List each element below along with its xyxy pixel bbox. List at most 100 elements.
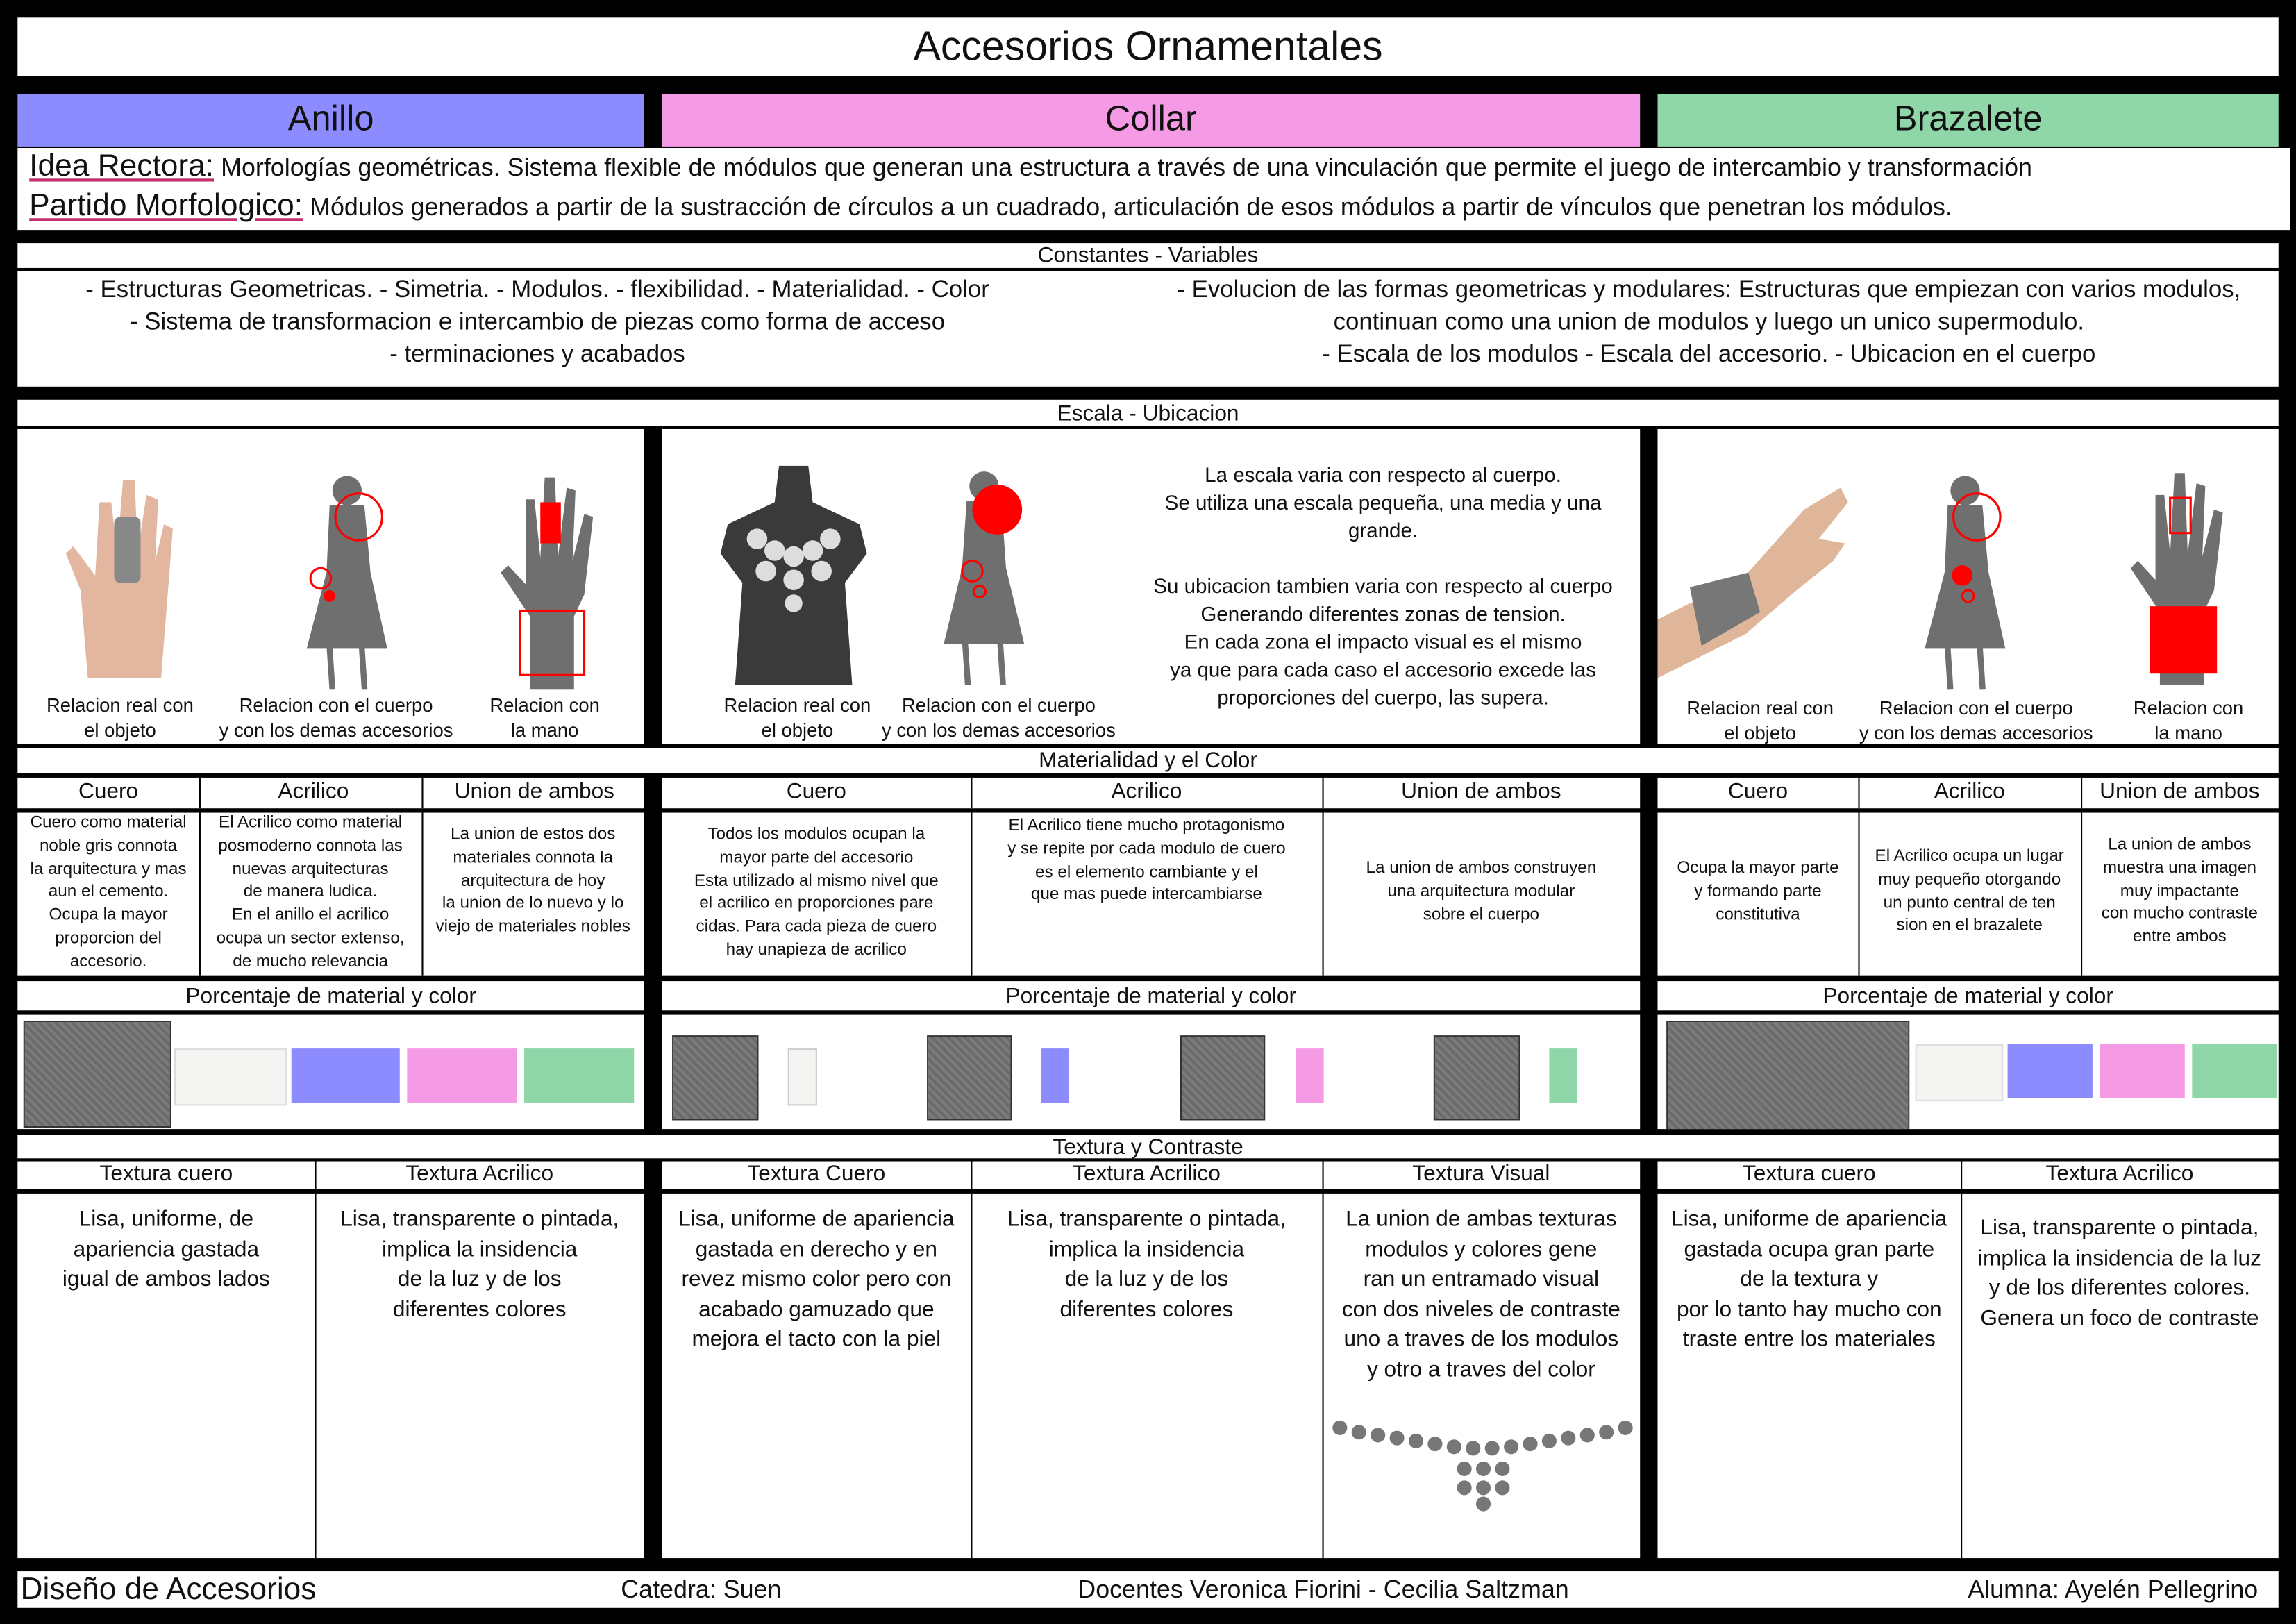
textura-cuero-heading: Textura cuero — [99, 1161, 233, 1187]
swatch-green — [1549, 1048, 1577, 1103]
swatch-cuero — [927, 1035, 1012, 1121]
swatches-collar — [662, 1014, 1641, 1130]
partido-label: Partido Morfologico: — [29, 189, 303, 223]
textura-cuero-text: Lisa, uniforme de apariencia gastada ocu… — [1671, 1206, 1947, 1352]
porcentaje-header-collar: Porcentaje de material y color — [662, 981, 1641, 1011]
textura-acrilico-heading: Textura Acrilico — [2045, 1161, 2194, 1187]
escala-header: Escala - Ubicacion — [17, 399, 2279, 426]
swatch-blue — [2007, 1044, 2093, 1098]
textura-brazalete-headers: Textura cuero Textura Acrilico — [1657, 1161, 2279, 1189]
textura-header: Textura y Contraste — [17, 1135, 2279, 1159]
materialidad-collar-headers: Cuero Acrilico Union de ambos — [662, 777, 1641, 809]
caption-real-anillo: Relacion real con el objeto — [46, 694, 194, 742]
page-title: Accesorios Ornamentales — [17, 17, 2279, 76]
swatch-pink — [2100, 1044, 2185, 1098]
arm-with-bracelet-image — [1657, 487, 1848, 678]
section-header-anillo: Anillo — [17, 93, 645, 147]
idea-partido-block: Idea Rectora: Morfologías geométricas. S… — [17, 148, 2290, 231]
collar-union-text: La union de ambos construyen una arquite… — [1366, 860, 1597, 923]
materialidad-brazalete: Ocupa la mayor parte y formando parte co… — [1657, 812, 2279, 976]
constantes-left: - Estructuras Geometricas. - Simetria. -… — [85, 276, 989, 368]
swatch-green — [524, 1048, 635, 1103]
partido-text: Módulos generados a partir de la sustrac… — [310, 193, 1952, 221]
idea-label: Idea Rectora: — [29, 149, 215, 183]
textura-collar: Lisa, uniforme de apariencia gastada en … — [662, 1193, 1641, 1559]
hand-with-ring-image — [65, 480, 173, 678]
caption-mano-anillo: Relacion con la mano — [489, 694, 600, 742]
swatch-cuero — [1666, 1021, 1910, 1130]
col-cuero: Cuero — [786, 779, 846, 804]
caption-cuerpo-anillo: Relacion con el cuerpo y con los demas a… — [219, 694, 453, 742]
swatch-cuero — [23, 1021, 171, 1128]
collar-escala-text: La escala varia con respecto al cuerpo. … — [1153, 462, 1613, 709]
porcentaje-header-anillo: Porcentaje de material y color — [17, 981, 645, 1011]
footer: Diseño de Accesorios Catedra: Suen Docen… — [17, 1571, 2279, 1608]
swatch-blue — [291, 1048, 400, 1103]
swatch-blue — [1041, 1048, 1069, 1103]
swatch-cuero — [1433, 1035, 1520, 1121]
section-header-collar: Collar — [662, 93, 1641, 147]
textura-collar-headers: Textura Cuero Textura Acrilico Textura V… — [662, 1161, 1641, 1189]
materialidad-anillo-headers: Cuero Acrilico Union de ambos — [17, 777, 645, 809]
col-acrilico: Acrilico — [278, 779, 349, 804]
hand-silhouette-icon — [2130, 473, 2223, 686]
escala-anillo: Relacion real con el objeto Relacion con… — [17, 428, 645, 744]
textura-visual-heading: Textura Visual — [1412, 1161, 1550, 1187]
footer-course: Diseño de Accesorios — [20, 1573, 317, 1607]
caption-real-collar: Relacion real con el objeto — [723, 694, 871, 742]
footer-docentes: Docentes Veronica Fiorini - Cecilia Salt… — [1078, 1575, 1569, 1604]
woman-silhouette-icon — [1925, 476, 2006, 690]
textura-acrilico-text: Lisa, transparente o pintada, implica la… — [1007, 1206, 1286, 1322]
col-cuero: Cuero — [1727, 779, 1788, 804]
col-cuero: Cuero — [78, 779, 139, 804]
caption-real-brazalete: Relacion real con el objeto — [1686, 696, 1834, 744]
footer-catedra: Catedra: Suen — [621, 1575, 782, 1604]
textura-acrilico-heading: Textura Acrilico — [1073, 1161, 1221, 1187]
swatch-cuero — [672, 1035, 759, 1121]
anillo-cuero-text: Cuero como material noble gris connota l… — [30, 814, 187, 971]
porcentaje-header-brazalete: Porcentaje de material y color — [1657, 981, 2279, 1011]
swatch-cuero — [1180, 1035, 1266, 1121]
col-acrilico: Acrilico — [1111, 779, 1182, 804]
textura-cuero-text: Lisa, uniforme de apariencia gastada en … — [678, 1206, 955, 1352]
caption-cuerpo-brazalete: Relacion con el cuerpo y con los demas a… — [1859, 696, 2093, 744]
constantes-header: Constantes - Variables — [17, 243, 2279, 268]
anillo-union-text: La union de estos dos materiales connota… — [435, 826, 630, 937]
constantes-content: - Estructuras Geometricas. - Simetria. -… — [17, 271, 2279, 387]
constantes-right: - Evolucion de las formas geometricas y … — [1177, 276, 2241, 368]
col-union: Union de ambos — [454, 779, 614, 804]
necklace-modules-image — [1332, 1420, 1633, 1512]
swatch-white — [174, 1048, 287, 1106]
textura-anillo-headers: Textura cuero Textura Acrilico — [17, 1161, 645, 1189]
caption-cuerpo-collar: Relacion con el cuerpo y con los demas a… — [882, 694, 1116, 742]
caption-mano-brazalete: Relacion con la mano — [2133, 696, 2244, 744]
section-header-brazalete: Brazalete — [1657, 93, 2279, 147]
textura-cuero-heading: Textura Cuero — [747, 1161, 886, 1187]
partido-morfologico: Partido Morfologico: Módulos generados a… — [29, 187, 2290, 227]
textura-acrilico-text: Lisa, transparente o pintada, implica la… — [1977, 1215, 2261, 1331]
brazalete-union-text: La union de ambos muestra una imagen muy… — [2101, 836, 2258, 946]
textura-acrilico-text: Lisa, transparente o pintada, implica la… — [340, 1206, 619, 1322]
anillo-acrilico-text: El Acrilico como material posmoderno con… — [216, 814, 405, 971]
materialidad-header: Materialidad y el Color — [17, 748, 2279, 773]
materialidad-anillo: Cuero como material noble gris connota l… — [17, 812, 645, 976]
collar-cuero-text: Todos los modulos ocupan la mayor parte … — [694, 826, 939, 960]
textura-cuero-text: Lisa, uniforme, de apariencia gastada ig… — [62, 1206, 270, 1292]
hand-silhouette-icon — [501, 477, 594, 690]
swatch-green — [2192, 1044, 2277, 1098]
col-union: Union de ambos — [1401, 779, 1561, 804]
footer-alumna: Alumna: Ayelén Pellegrino — [1968, 1575, 2259, 1604]
swatches-brazalete — [1657, 1014, 2279, 1130]
woman-silhouette-icon — [306, 476, 387, 690]
textura-cuero-heading: Textura cuero — [1742, 1161, 1876, 1187]
escala-collar: Relacion real con el objeto Relacion con… — [662, 428, 1641, 744]
woman-silhouette-icon — [944, 471, 1025, 686]
textura-brazalete: Lisa, uniforme de apariencia gastada ocu… — [1657, 1193, 2279, 1559]
mannequin-necklace-image — [720, 465, 867, 686]
collar-acrilico-text: El Acrilico tiene mucho protagonismo y s… — [1007, 817, 1286, 905]
swatches-anillo — [17, 1014, 645, 1130]
swatch-white — [787, 1048, 817, 1106]
swatch-pink — [407, 1048, 517, 1103]
col-acrilico: Acrilico — [1934, 779, 2005, 804]
